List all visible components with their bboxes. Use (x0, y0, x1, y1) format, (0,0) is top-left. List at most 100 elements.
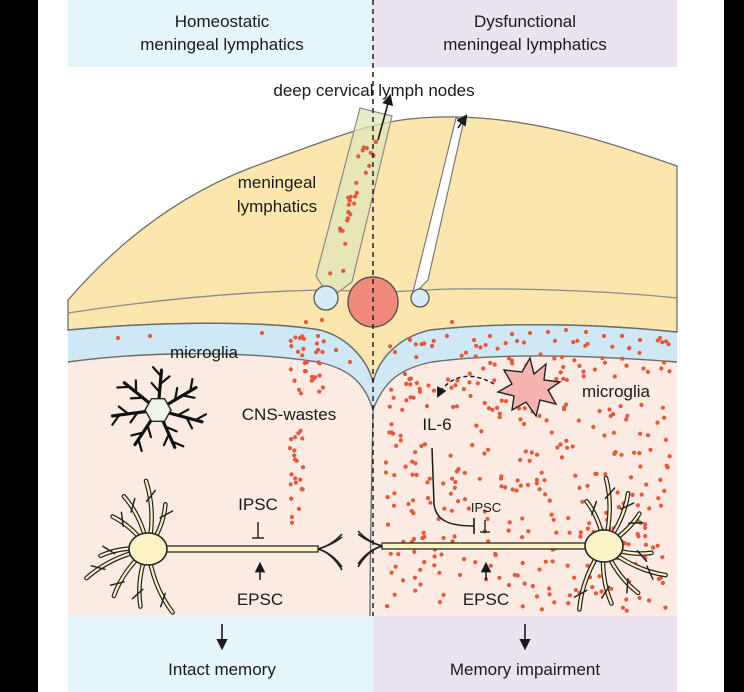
waste-dot (643, 542, 649, 548)
waste-dot (667, 454, 672, 459)
waste-dot (400, 407, 405, 412)
waste-dot (506, 528, 511, 533)
waste-dot (462, 470, 467, 475)
microglia-branch (189, 377, 194, 392)
header-left-bg (68, 0, 373, 67)
waste-dot (655, 338, 660, 343)
dendrite-branch (90, 565, 106, 571)
header-left-line1: Homeostatic (175, 12, 270, 31)
waste-dot (468, 393, 473, 398)
waste-dot (360, 148, 365, 153)
waste-dot (571, 340, 576, 345)
waste-dot (402, 371, 408, 377)
waste-dot (487, 333, 493, 339)
waste-dot (581, 369, 586, 374)
waste-dot (497, 575, 502, 580)
waste-dot (413, 342, 418, 347)
waste-dot (660, 340, 665, 345)
waste-dot (526, 529, 531, 534)
waste-dot (347, 359, 353, 365)
waste-dot (597, 408, 602, 414)
waste-dot (510, 487, 515, 492)
microglia-branch (111, 413, 121, 426)
waste-dot (401, 578, 406, 583)
waste-dot (288, 367, 293, 372)
waste-dot (583, 343, 588, 348)
waste-dot (463, 350, 469, 355)
label-microglia-right: microglia (582, 382, 651, 401)
waste-dot (418, 567, 423, 573)
waste-dot (632, 450, 637, 455)
footer-left-text: Intact memory (168, 660, 276, 679)
waste-dot (352, 201, 357, 206)
waste-dot (581, 374, 586, 379)
axon (381, 542, 587, 550)
waste-dot (445, 377, 451, 382)
waste-dot (458, 572, 463, 578)
waste-dot (620, 605, 626, 610)
waste-dot (521, 340, 527, 345)
waste-dot (442, 506, 447, 511)
waste-dot (413, 461, 418, 466)
dendrite-branch (646, 565, 654, 580)
waste-dot (493, 551, 498, 557)
waste-dot (404, 398, 409, 403)
waste-dot (563, 327, 569, 333)
efflux-arrow-right (456, 114, 468, 129)
waste-dot (392, 491, 397, 496)
label-cns-wastes: CNS-wastes (242, 405, 336, 424)
waste-dot (567, 530, 572, 535)
waste-dot (662, 488, 667, 493)
waste-dot (643, 525, 648, 531)
waste-dot (663, 605, 668, 610)
waste-dot (578, 530, 584, 535)
microglia-branch (162, 433, 171, 447)
waste-dot (612, 374, 617, 379)
waste-dot (597, 574, 602, 579)
waste-dot (452, 485, 457, 490)
waste-dot (392, 349, 398, 355)
waste-dot (300, 334, 305, 339)
waste-dot (444, 333, 450, 339)
waste-dot (298, 477, 303, 482)
waste-dot (289, 514, 294, 520)
csf-layer (68, 323, 677, 410)
waste-dot (422, 560, 427, 565)
waste-dot (289, 496, 294, 501)
waste-dot (587, 521, 592, 526)
waste-dot (385, 522, 391, 527)
waste-dot (368, 150, 373, 156)
axon (165, 545, 319, 553)
waste-dot (662, 415, 667, 420)
waste-dot (412, 549, 417, 555)
waste-dot (607, 407, 612, 412)
waste-dot (499, 484, 504, 489)
waste-dot (461, 387, 466, 392)
waste-dot (520, 604, 525, 609)
waste-dot (407, 337, 413, 343)
waste-dot (499, 474, 504, 479)
waste-dot (611, 430, 617, 435)
waste-dot (292, 457, 298, 462)
waste-dot (534, 477, 540, 482)
waste-dot (577, 485, 582, 490)
lymphatic-lumen-left (313, 285, 339, 311)
waste-dot (564, 377, 570, 382)
footer-right-text: Memory impairment (450, 660, 600, 679)
waste-dot (551, 517, 556, 522)
waste-dot (547, 498, 552, 503)
waste-dot (643, 534, 648, 539)
microglia-branch (159, 375, 171, 386)
waste-dot (620, 356, 625, 361)
waste-dot (580, 499, 585, 504)
waste-dot (411, 395, 416, 400)
waste-dot (317, 373, 322, 378)
waste-dot (515, 338, 520, 344)
waste-dot (534, 594, 540, 599)
waste-dot (624, 608, 629, 613)
waste-dot (667, 369, 672, 374)
waste-dot (482, 451, 487, 456)
il6-release-arrow (437, 375, 495, 398)
axon-terminal (317, 533, 343, 550)
waste-dot (644, 482, 649, 487)
